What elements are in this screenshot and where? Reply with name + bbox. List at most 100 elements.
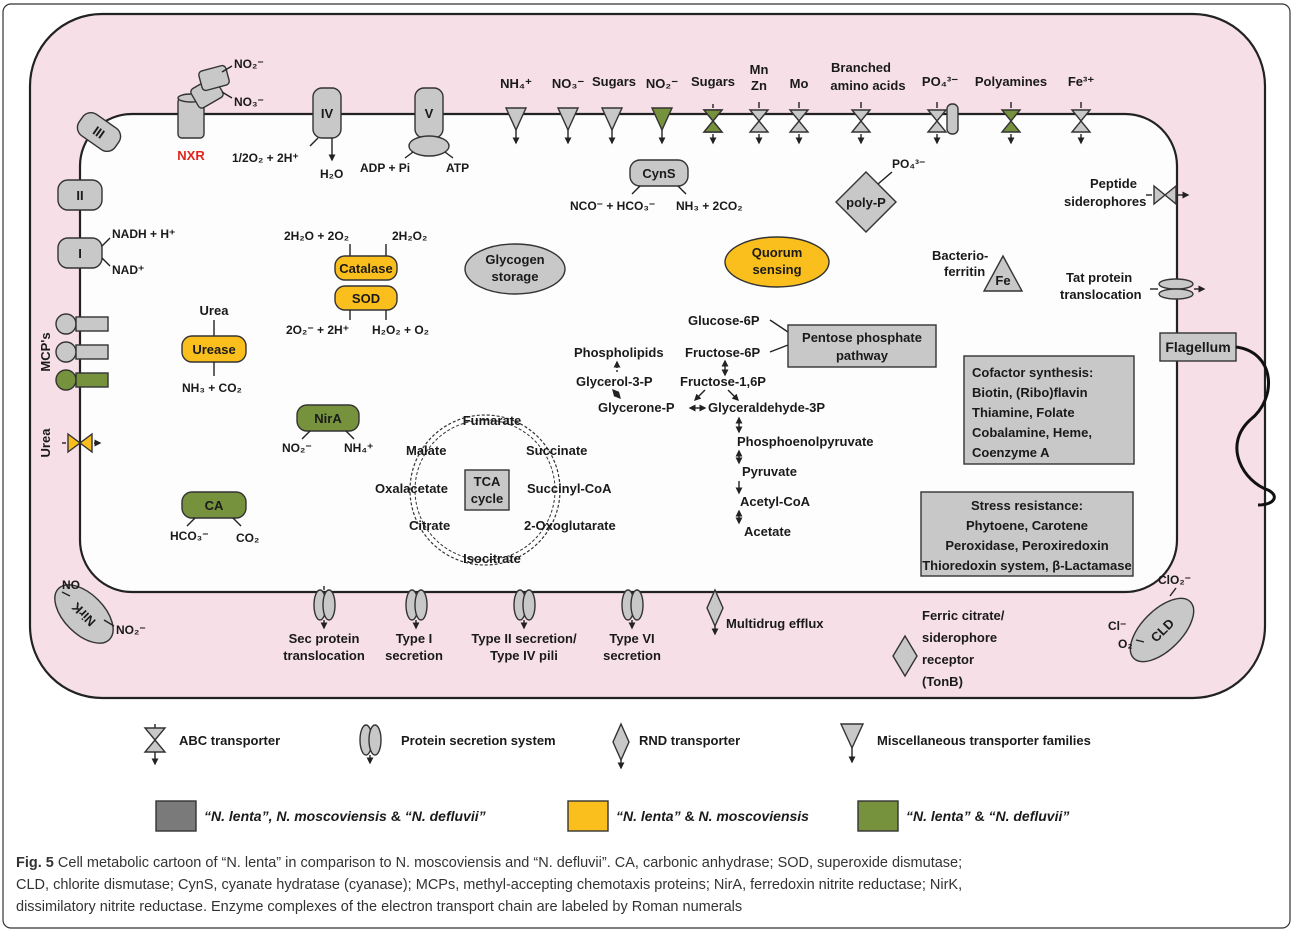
svg-text:CynS: CynS — [642, 166, 676, 181]
svg-text:Catalase: Catalase — [339, 261, 392, 276]
svg-text:Coenzyme A: Coenzyme A — [972, 445, 1050, 460]
svg-text:TCA: TCA — [474, 474, 501, 489]
transporter-label: NO₃⁻ — [552, 76, 585, 91]
urease-products: NH₃ + CO₂ — [182, 381, 242, 395]
glycerone-p: Glycerone-P — [598, 400, 675, 415]
catalase-substrate: 2H₂O₂ — [392, 229, 427, 243]
svg-text:cycle: cycle — [471, 491, 504, 506]
figure-caption-line2: CLD, chlorite dismutase; CynS, cyanate h… — [16, 877, 962, 893]
peptide-label: Peptide — [1090, 176, 1137, 191]
svg-text:SOD: SOD — [352, 291, 380, 306]
cyns-substrates: NCO⁻ + HCO₃⁻ — [570, 199, 655, 213]
legend-lenta-defluvii: “N. lenta” & “N. defluvii” — [906, 808, 1069, 824]
nad-label: NAD⁺ — [112, 263, 144, 277]
svg-text:NirA: NirA — [314, 411, 342, 426]
svg-text:Stress resistance:: Stress resistance: — [971, 498, 1083, 513]
secretion-systems — [313, 586, 918, 678]
peptide-siderophore-transporter — [1146, 184, 1190, 206]
nirk-enzyme: NirK — [54, 584, 115, 644]
sec-label: Sec protein — [289, 631, 360, 646]
poly-p: poly-P — [835, 171, 897, 233]
figure-caption-line3: dissimilatory nitrite reductase. Enzyme … — [16, 899, 742, 915]
transporter-label: Branched — [831, 60, 891, 75]
bacterioferritin-label: Bacterio- — [932, 248, 988, 263]
complex-iv-product: H₂O — [320, 167, 343, 181]
fructose-16p: Fructose-1,6P — [680, 374, 766, 389]
nirk-no-label: NO — [62, 578, 80, 592]
transporter-label: Sugars — [592, 74, 636, 89]
cld-enzyme: CLD — [1129, 587, 1195, 663]
sod-enzyme: SOD — [334, 285, 398, 320]
cld-o2: O₂ — [1118, 637, 1133, 651]
svg-text:poly-P: poly-P — [846, 195, 886, 210]
complex-iii: III — [76, 111, 122, 153]
phosphoenolpyruvate: Phosphoenolpyruvate — [737, 434, 874, 449]
tat-label: Tat protein — [1066, 270, 1132, 285]
svg-text:pathway: pathway — [836, 348, 889, 363]
flagellum: Flagellum — [1159, 332, 1276, 507]
acetate: Acetate — [744, 524, 791, 539]
glycogen-storage: Glycogen storage — [464, 243, 566, 295]
legend-all-three: “N. lenta”, N. moscoviensis & “N. defluv… — [204, 808, 486, 824]
bacterioferritin-label2: ferritin — [944, 264, 985, 279]
svg-text:Phytoene, Carotene: Phytoene, Carotene — [966, 518, 1088, 533]
complex-iv-substrate: 1/2O₂ + 2H⁺ — [232, 151, 299, 165]
reaction-arrow — [694, 389, 706, 401]
legend-misc: Miscellaneous transporter families — [877, 733, 1091, 748]
phospholipids: Phospholipids — [574, 345, 664, 360]
adp-label: ADP + Pi — [360, 161, 410, 175]
ferric-label: Ferric citrate/ — [922, 608, 1005, 623]
nadh-label: NADH + H⁺ — [112, 227, 175, 241]
complex-ii: II — [57, 179, 103, 211]
transporter-label: Sugars — [691, 74, 735, 89]
urea-abc-transporter — [62, 432, 102, 454]
glucose-6p: Glucose-6P — [688, 313, 760, 328]
tca-fumarate: Fumarate — [463, 413, 522, 428]
svg-text:II: II — [76, 188, 83, 203]
complex-i: I — [57, 237, 111, 269]
cld-clo2: ClO₂⁻ — [1158, 573, 1191, 587]
cld-cl: Cl⁻ — [1108, 619, 1126, 633]
type6-label: Type VI — [609, 631, 654, 646]
nira-product: NH₄⁺ — [344, 441, 373, 455]
urease-enzyme: Urease — [181, 320, 247, 376]
ca-enzyme: CA — [181, 491, 247, 527]
nira-substrate: NO₂⁻ — [282, 441, 312, 455]
ppp-connector — [769, 319, 789, 333]
svg-text:CA: CA — [205, 498, 224, 513]
ca-substrate: HCO₃⁻ — [170, 529, 209, 543]
glycerol-3-p: Glycerol-3-P — [576, 374, 653, 389]
figure-caption-line1: Fig. 5 Cell metabolic cartoon of “N. len… — [16, 855, 962, 871]
transporter-label: NO₂⁻ — [646, 76, 678, 91]
legend-color-keys — [155, 800, 899, 832]
transporter-label: Mo — [790, 76, 809, 91]
svg-text:Fe: Fe — [995, 273, 1010, 288]
legend-secretion: Protein secretion system — [401, 733, 556, 748]
svg-text:Biotin, (Ribo)flavin: Biotin, (Ribo)flavin — [972, 385, 1088, 400]
svg-text:Thioredoxin system, β-Lactamas: Thioredoxin system, β-Lactamase — [922, 558, 1132, 573]
svg-text:I: I — [78, 246, 82, 261]
transporter-label: amino acids — [830, 78, 905, 93]
complex-v-atp-synthase: V — [404, 87, 454, 159]
tca-malate: Malate — [406, 443, 446, 458]
transporter-label: NH₄⁺ — [500, 76, 532, 91]
type2-label2: Type IV pili — [490, 648, 558, 663]
pyruvate: Pyruvate — [742, 464, 797, 479]
nxr-no2-label: NO₂⁻ — [234, 57, 264, 71]
svg-text:Glycogen: Glycogen — [485, 252, 544, 267]
legend-lenta-moscoviensis: “N. lenta” & N. moscoviensis — [616, 808, 809, 824]
polyp-po4-label: PO₄³⁻ — [892, 157, 925, 171]
quorum-sensing: Quorum sensing — [724, 236, 830, 288]
nira-enzyme: NirA — [296, 404, 360, 440]
transporter-label: Polyamines — [975, 74, 1047, 89]
urease-substrate: Urea — [200, 303, 230, 318]
svg-text:Flagellum: Flagellum — [1165, 339, 1230, 355]
catalase-enzyme: Catalase — [334, 244, 398, 281]
svg-text:Quorum: Quorum — [752, 245, 803, 260]
urea-transport-label: Urea — [38, 428, 53, 458]
fructose-6p: Fructose-6P — [685, 345, 760, 360]
tat-label2: translocation — [1060, 287, 1142, 302]
sod-products: H₂O₂ + O₂ — [372, 323, 429, 337]
svg-text:Pentose phosphate: Pentose phosphate — [802, 330, 922, 345]
catalase-products: 2H₂O + 2O₂ — [284, 229, 349, 243]
